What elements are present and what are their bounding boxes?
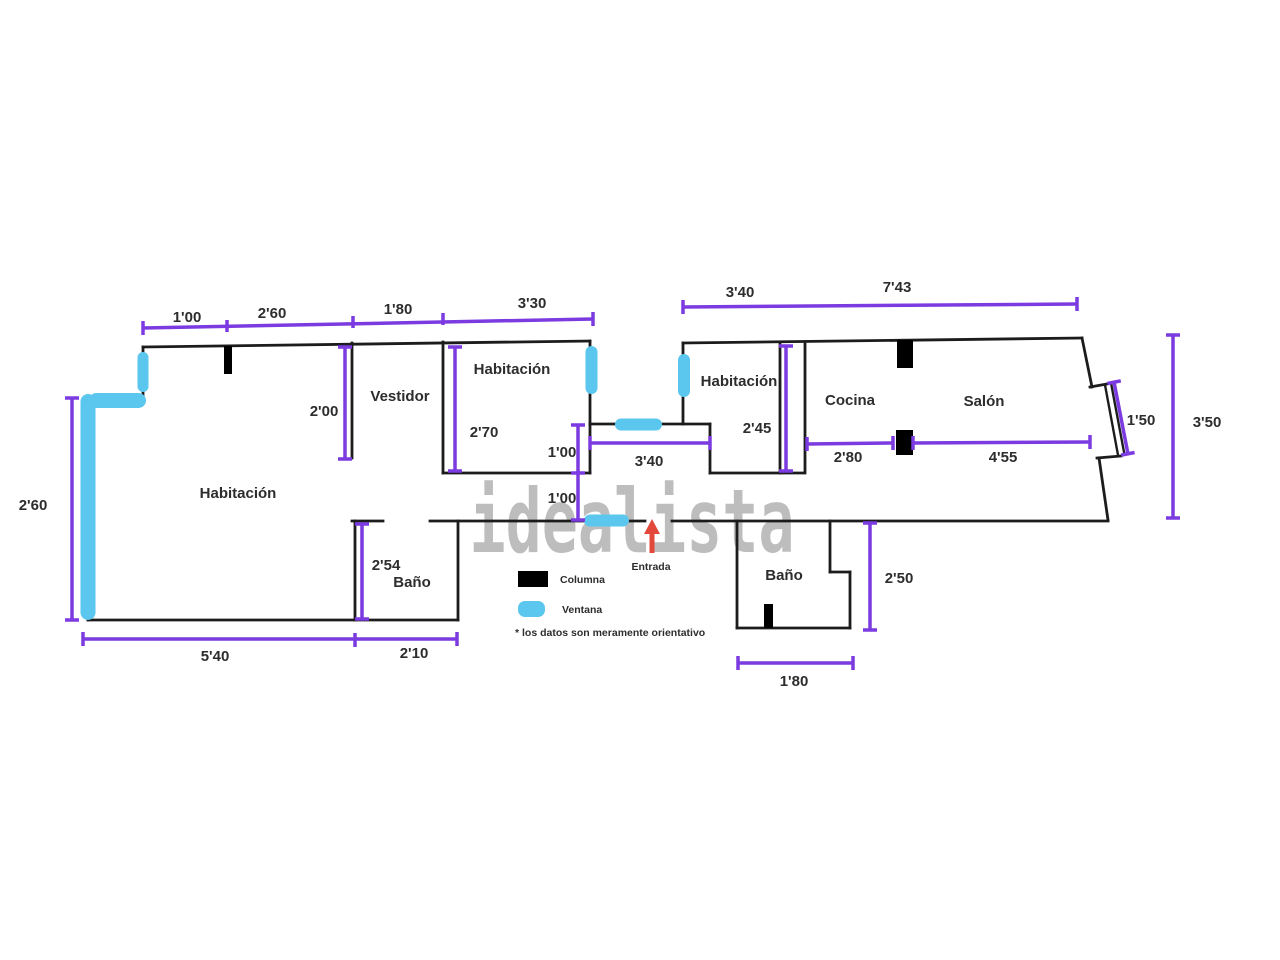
dim-label-1-50: 1'50 <box>1127 412 1156 429</box>
dim-label-2-54: 2'54 <box>372 557 401 574</box>
column-left-block <box>224 346 232 374</box>
room-label-vestidor: Vestidor <box>370 388 429 405</box>
room-label-bano-left: Baño <box>393 574 431 591</box>
dim-label-2-50: 2'50 <box>885 570 914 587</box>
dimension-patio-vertical: 1'00 1'00 <box>548 423 585 522</box>
dim-label-1-00-top: 1'00 <box>173 309 202 326</box>
dim-label-1-00-b: 1'00 <box>548 490 577 507</box>
entrance-marker: Entrada <box>631 519 671 573</box>
entrance-label: Entrada <box>631 561 670 573</box>
wall-bay-step-bottom <box>1095 454 1123 460</box>
dim-label-2-80: 2'80 <box>834 449 863 466</box>
legend-columna-swatch <box>518 571 548 587</box>
dim-label-1-80-bano: 1'80 <box>780 673 809 690</box>
dim-label-2-70: 2'70 <box>470 424 499 441</box>
dim-label-3-40-top: 3'40 <box>726 284 755 301</box>
dim-label-2-45: 2'45 <box>743 420 772 437</box>
dim-label-3-40-patio: 3'40 <box>635 453 664 470</box>
dim-label-2-60-top: 2'60 <box>258 305 287 322</box>
window-gallery-vertical <box>80 394 96 620</box>
dimension-hab-right: 2'45 <box>743 344 793 473</box>
disclaimer-note: * los datos son meramente orientativo <box>515 627 705 639</box>
dimension-right-height: 3'50 <box>1166 333 1222 520</box>
legend: Columna Ventana * los datos son merament… <box>515 571 705 639</box>
room-label-habitacion-center: Habitación <box>474 361 551 378</box>
dimension-bano-left: 2'54 <box>355 522 401 621</box>
entrance-arrow-icon <box>644 519 660 534</box>
window-entry-wall <box>584 514 629 527</box>
balcony-door-inner <box>1109 381 1126 454</box>
room-label-bano-right: Baño <box>765 567 803 584</box>
dim-label-3-50: 3'50 <box>1193 414 1222 431</box>
dim-label-4-55: 4'55 <box>989 449 1018 466</box>
window-hab-right <box>678 354 690 397</box>
dimension-balcony-door: 1'50 <box>1107 379 1156 457</box>
window-left-upper <box>137 352 149 392</box>
dimension-left-height: 2'60 <box>19 396 79 622</box>
dim-label-2-60-left: 2'60 <box>19 497 48 514</box>
dim-label-2-10: 2'10 <box>400 645 429 662</box>
wall-top-left-block <box>141 339 592 349</box>
wall-top-right-block <box>681 336 1084 345</box>
dimension-hab-center: 2'70 <box>448 345 499 473</box>
dimension-bottom-left-chain: 5'40 2'10 <box>81 632 459 665</box>
room-label-salon: Salón <box>964 393 1005 410</box>
column-bano-right <box>764 604 773 628</box>
dim-label-7-43-top: 7'43 <box>883 279 912 296</box>
dimension-patio-width: 3'40 <box>588 436 712 470</box>
room-labels: Habitación Vestidor Habitación Habitació… <box>200 361 1005 591</box>
room-label-habitacion-right: Habitación <box>701 373 778 390</box>
dim-label-5-40: 5'40 <box>201 648 230 665</box>
window-patio <box>615 418 662 431</box>
columns <box>224 340 913 628</box>
windows <box>80 346 690 620</box>
dim-label-3-30-top: 3'30 <box>518 295 547 312</box>
window-gallery-horizontal <box>89 393 146 408</box>
dimension-cocina-salon: 2'80 4'55 <box>805 435 1092 466</box>
window-hab-center <box>585 346 598 394</box>
dimension-top-right-chain: 3'40 7'43 <box>681 279 1079 314</box>
dimension-bano-right: 2'50 1'80 <box>736 521 914 690</box>
dim-label-1-80-top: 1'80 <box>384 301 413 318</box>
room-label-cocina: Cocina <box>825 392 876 409</box>
legend-ventana-swatch <box>518 601 545 617</box>
legend-columna-label: Columna <box>560 574 605 586</box>
dim-label-2-00: 2'00 <box>310 403 339 420</box>
column-salon-mid <box>896 430 913 455</box>
wall-bay-lower <box>1097 456 1110 522</box>
dim-label-1-00-a: 1'00 <box>548 444 577 461</box>
room-label-habitacion-left: Habitación <box>200 485 277 502</box>
dimension-vestidor: 2'00 <box>310 345 352 461</box>
legend-ventana-label: Ventana <box>562 604 602 616</box>
dimension-top-left-chain: 1'00 2'60 1'80 3'30 <box>141 295 595 335</box>
balcony-door-outer <box>1103 383 1120 457</box>
wall-bay-upper <box>1080 336 1094 389</box>
column-salon-top <box>897 340 913 368</box>
